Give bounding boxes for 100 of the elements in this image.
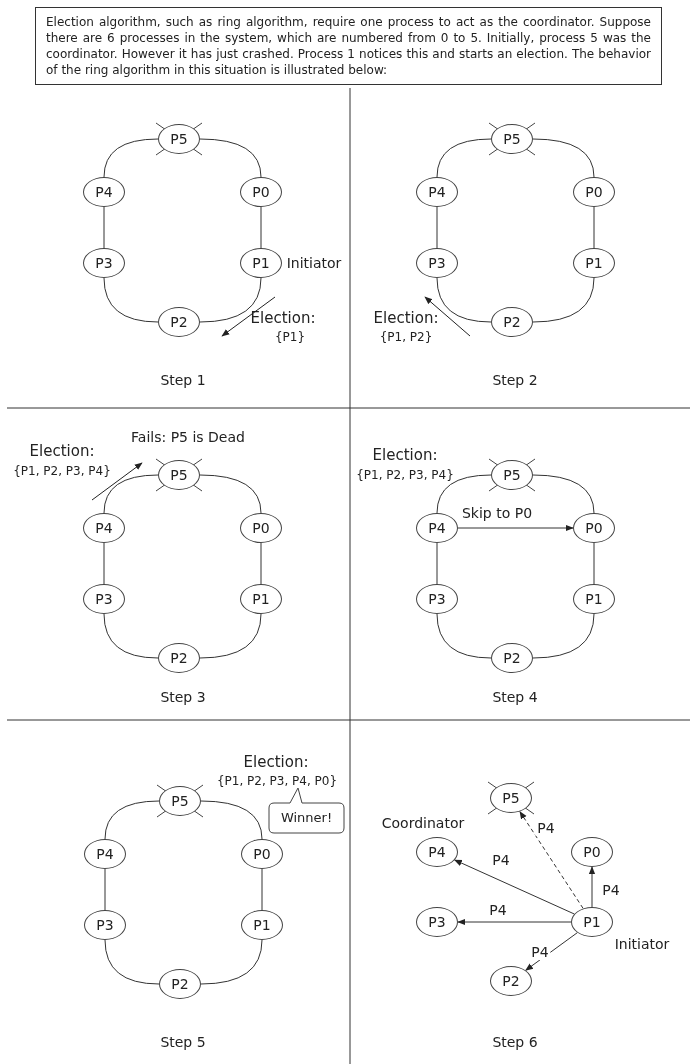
process-node: P5 xyxy=(159,786,201,816)
edge-label: P4 xyxy=(600,882,622,898)
message-label: Election: xyxy=(29,442,95,460)
step-caption: Step 2 xyxy=(492,372,538,388)
role-label: Initiator xyxy=(614,936,670,952)
connector-line xyxy=(103,474,159,514)
step-caption: Step 4 xyxy=(492,689,538,705)
process-node: P1 xyxy=(241,910,283,940)
process-node: P4 xyxy=(416,513,458,543)
process-node: P0 xyxy=(573,513,615,543)
process-node: P1 xyxy=(573,248,615,278)
process-node: P5 xyxy=(491,460,533,490)
edge-label: P4 xyxy=(487,902,509,918)
message-label: {P1} xyxy=(274,330,306,344)
process-node: P1 xyxy=(571,907,613,937)
connector-line xyxy=(260,542,262,585)
message-label: {P1, P2, P3, P4, P0} xyxy=(216,774,338,788)
status-label: Fails: P5 is Dead xyxy=(131,429,245,445)
connector-line xyxy=(199,613,262,659)
connector-line xyxy=(104,800,160,840)
connector-line xyxy=(436,277,492,323)
process-node: P1 xyxy=(573,584,615,614)
process-node: P4 xyxy=(83,177,125,207)
process-node: P0 xyxy=(240,177,282,207)
connector-line xyxy=(103,277,159,323)
message-label: Election: xyxy=(243,753,309,771)
process-node: P4 xyxy=(84,839,126,869)
connector-line xyxy=(261,868,263,911)
step-caption: Step 1 xyxy=(160,372,206,388)
arrow xyxy=(519,810,584,909)
process-node: P2 xyxy=(159,969,201,999)
edge-label: Skip to P0 xyxy=(459,505,535,521)
process-node: P2 xyxy=(158,643,200,673)
process-node: P5 xyxy=(158,460,200,490)
message-label: Election: xyxy=(372,446,438,464)
process-node: P0 xyxy=(573,177,615,207)
connector-line xyxy=(532,613,595,659)
connector-line xyxy=(436,138,492,178)
connector-line xyxy=(436,474,492,514)
connector-line xyxy=(200,939,263,985)
connector-line xyxy=(199,277,262,323)
connector-line xyxy=(532,138,595,178)
message-label: {P1, P2} xyxy=(379,330,433,344)
process-node: P2 xyxy=(158,307,200,337)
connector-line xyxy=(103,206,105,249)
arrow xyxy=(457,918,572,926)
process-node: P5 xyxy=(158,124,200,154)
process-node: P5 xyxy=(491,124,533,154)
arrow xyxy=(588,866,596,908)
process-node: P3 xyxy=(416,584,458,614)
process-node: P2 xyxy=(491,643,533,673)
description-box: Election algorithm, such as ring algorithm, require one process to act as the coordinator. Suppose there are 6 processes in the system, which are numbered from 0 to 5. Initially, process 5 was the coordinator. However it has just crashed. Process 1 notices this and starts an election. The behavior of the ring algorithm in this situation is illustrated below: xyxy=(35,7,662,85)
role-label: Coordinator xyxy=(381,815,465,831)
arrow xyxy=(453,859,575,915)
connector-line xyxy=(103,613,159,659)
connector-line xyxy=(103,542,105,585)
process-node: P1 xyxy=(240,584,282,614)
process-node: P3 xyxy=(84,910,126,940)
connector-line xyxy=(593,206,595,249)
speech-bubble: Winner! xyxy=(268,787,345,834)
connector-line xyxy=(532,474,595,514)
process-node: P3 xyxy=(416,248,458,278)
role-label: Initiator xyxy=(286,255,342,271)
message-label: Election: xyxy=(373,309,439,327)
process-node: P4 xyxy=(416,837,458,867)
edge-label: P4 xyxy=(535,820,557,836)
process-node: P0 xyxy=(240,513,282,543)
process-node: P3 xyxy=(83,248,125,278)
process-node: P2 xyxy=(490,966,532,996)
message-label: Election: xyxy=(250,309,316,327)
process-node: P3 xyxy=(83,584,125,614)
connector-line xyxy=(436,206,438,249)
message-label: {P1, P2, P3, P4} xyxy=(356,468,454,482)
connector-line xyxy=(436,542,438,585)
arrow xyxy=(525,932,578,971)
process-node: P2 xyxy=(491,307,533,337)
step-caption: Step 3 xyxy=(160,689,206,705)
connector-line xyxy=(104,939,160,985)
connector-line xyxy=(436,613,492,659)
connector-line xyxy=(199,138,262,178)
process-node: P0 xyxy=(571,837,613,867)
step-caption: Step 6 xyxy=(492,1034,538,1050)
message-label: {P1, P2, P3, P4} xyxy=(13,464,111,478)
process-node: P5 xyxy=(490,783,532,813)
process-node: P0 xyxy=(241,839,283,869)
edge-label: P4 xyxy=(529,944,551,960)
arrow xyxy=(457,524,574,532)
connector-line xyxy=(532,277,595,323)
connector-line xyxy=(199,474,262,514)
connector-line xyxy=(104,868,106,911)
edge-label: P4 xyxy=(490,852,512,868)
connector-line xyxy=(200,800,263,840)
step-caption: Step 5 xyxy=(160,1034,206,1050)
process-node: P4 xyxy=(416,177,458,207)
connector-line xyxy=(103,138,159,178)
process-node: P1 xyxy=(240,248,282,278)
process-node: P3 xyxy=(416,907,458,937)
process-node: P4 xyxy=(83,513,125,543)
connector-line xyxy=(593,542,595,585)
connector-line xyxy=(260,206,262,249)
